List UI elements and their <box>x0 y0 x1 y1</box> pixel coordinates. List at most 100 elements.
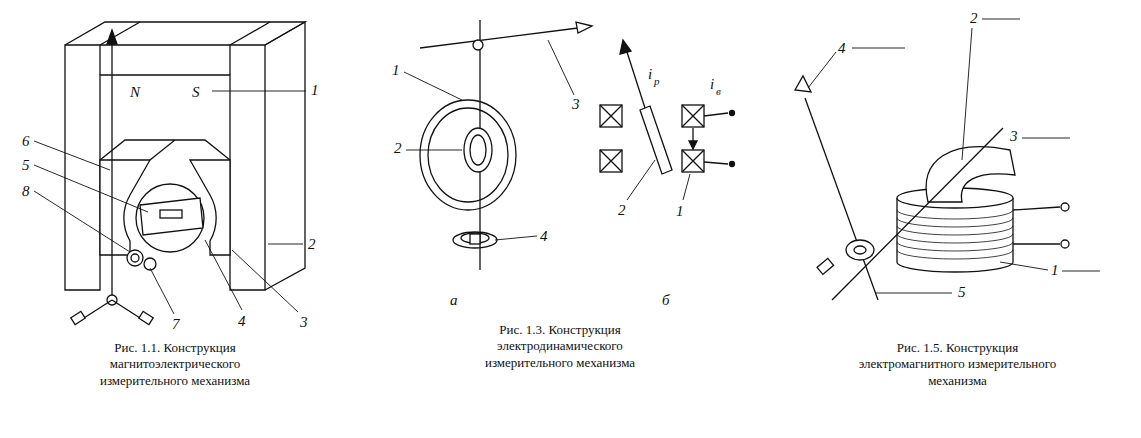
leader-lines <box>627 160 690 200</box>
callout-number: 1 <box>676 203 684 220</box>
core-and-frame-part <box>136 184 204 252</box>
springs-part <box>470 234 480 244</box>
coil-part <box>1061 203 1069 211</box>
callout-number: 4 <box>238 313 246 330</box>
leader-lines-part <box>404 72 462 100</box>
shaft-and-pointer <box>420 20 592 270</box>
pole-shoes <box>100 140 230 255</box>
leader-lines-part <box>548 40 574 95</box>
pointer-part <box>107 30 117 44</box>
coil-sections-part <box>600 150 622 172</box>
current-subscript: р <box>654 75 660 87</box>
pointer-part <box>139 311 153 324</box>
callout-number: 7 <box>172 316 180 333</box>
fixed-coil-part <box>420 100 516 210</box>
callout-number: 3 <box>572 96 580 113</box>
current-arrows-part <box>627 52 645 108</box>
spring-part <box>127 250 143 266</box>
permanent-magnet <box>65 22 305 290</box>
callout-number: 2 <box>308 236 316 253</box>
leader-lines-part <box>1062 271 1100 272</box>
coil-part <box>897 198 1013 272</box>
springs <box>453 232 497 248</box>
shaft-and-pointer-part <box>420 28 578 48</box>
callout-number: 2 <box>394 140 402 157</box>
iron-core <box>926 147 1015 202</box>
current-symbol: i <box>710 76 714 93</box>
current-subscript: в <box>716 85 721 97</box>
shaft-and-pointer-part <box>473 40 483 50</box>
callout-number: 2 <box>970 10 978 27</box>
current-arrows-part <box>704 113 728 116</box>
fixed-coil <box>420 100 516 210</box>
pointer-part <box>71 311 85 324</box>
callout-number: 8 <box>22 183 30 200</box>
figure-caption: Рис. 1.3. Конструкция электродинамическо… <box>455 322 665 371</box>
leader-lines-part <box>1022 138 1070 139</box>
subfigure-letter: а <box>450 292 458 309</box>
leader-lines-part <box>808 52 836 88</box>
pointer-part <box>84 300 112 318</box>
permanent-magnet-part <box>265 22 305 290</box>
figure-caption: Рис. 1.5. Конструкция электромагнитного … <box>845 340 1070 389</box>
leader-lines-part <box>268 244 303 245</box>
leader-lines <box>404 40 574 240</box>
spring-part <box>131 254 139 262</box>
iron-core-part <box>926 147 1015 202</box>
axis-and-pointer-part <box>832 128 1003 300</box>
leader-lines-part <box>150 268 174 314</box>
coil <box>897 188 1069 272</box>
current-arrows <box>620 40 735 167</box>
coil-sections-part <box>640 106 672 174</box>
callout-number: 4 <box>540 228 548 245</box>
pointer-part <box>112 300 140 318</box>
coil-part <box>1013 243 1060 244</box>
leader-lines <box>808 19 1100 293</box>
leader-lines-part <box>34 191 130 252</box>
core-and-frame-part <box>140 198 203 235</box>
leader-lines-part <box>683 174 690 200</box>
moving-coil-part <box>470 135 486 165</box>
axis-and-pointer-part <box>854 246 866 254</box>
fixed-coil-part <box>428 108 508 202</box>
leader-lines-part <box>962 28 972 160</box>
current-symbol: i <box>648 66 652 83</box>
spring <box>127 250 156 270</box>
current-arrows-part <box>689 141 697 149</box>
subfigure-letter: б <box>662 292 670 309</box>
coil-part <box>1061 240 1069 248</box>
leader-lines <box>34 91 306 314</box>
coil-sections-part <box>600 105 622 127</box>
pole-label: N <box>130 84 140 101</box>
leader-lines-part <box>852 48 905 49</box>
callout-number: 3 <box>1010 128 1018 145</box>
current-arrows-part <box>730 111 735 116</box>
coil-part <box>1013 207 1060 210</box>
axis-and-pointer-part <box>846 240 874 260</box>
coil-sections-part <box>682 105 704 127</box>
axis-and-pointer-part <box>805 98 878 300</box>
callout-number: 5 <box>22 157 30 174</box>
coil-sections-part <box>682 150 704 172</box>
shaft-and-pointer-part <box>576 22 592 33</box>
callout-number: 1 <box>311 82 319 99</box>
coil-sections-part <box>682 105 704 127</box>
callout-number: 6 <box>22 133 30 150</box>
pole-shoes-part <box>100 140 230 160</box>
core-and-frame <box>136 184 204 252</box>
pointer <box>71 30 153 325</box>
coil-sections-part <box>600 150 622 172</box>
figure-caption: Рис. 1.1. Конструкция магнитоэлектрическ… <box>80 340 270 389</box>
callout-number: 1 <box>392 62 400 79</box>
leader-lines-part <box>495 236 537 240</box>
axis-and-pointer-part <box>817 258 834 274</box>
coil-sections-part <box>600 105 622 127</box>
leader-lines-part <box>627 160 655 200</box>
leader-lines-part <box>982 19 1020 20</box>
moving-coil <box>464 128 492 172</box>
callout-number: 5 <box>958 284 966 301</box>
leader-lines-part <box>34 165 148 212</box>
current-arrows-part <box>704 162 728 164</box>
coil-sections-part <box>682 150 704 172</box>
leader-lines-part <box>34 141 110 170</box>
